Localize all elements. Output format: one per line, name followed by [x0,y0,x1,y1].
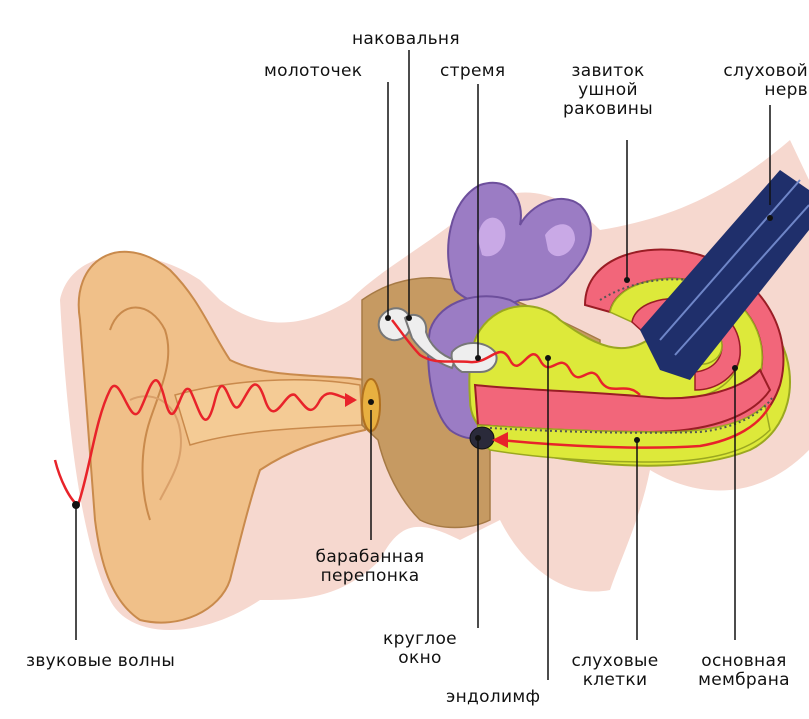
label-sound-waves: звуковые волны [26,652,175,671]
label-hair-cells-line-1: слуховые [560,652,670,671]
label-eardrum-line-2: перепонка [290,567,450,586]
label-round-window-line-2: окно [370,649,470,668]
label-basilar-line-2: мембрана [680,671,808,690]
label-round-window-line-1: круглое [370,630,470,649]
label-basilar-line-1: основная [680,652,808,671]
label-round-window: круглое окно [370,630,470,668]
label-hair-cells-line-2: клетки [560,671,670,690]
label-stirrup: стремя [440,62,505,81]
label-eardrum: барабанная перепонка [290,548,450,586]
label-eardrum-line-1: барабанная [290,548,450,567]
label-cochlea-line-3: раковины [558,100,658,119]
label-cochlea-line-2: ушной [558,81,658,100]
label-nerve-line-1: слуховой [678,62,808,81]
label-hair-cells: слуховые клетки [560,652,670,690]
label-cochlea: завиток ушной раковины [558,62,658,119]
label-nerve-line-2: нерв [678,81,808,100]
label-hammer: молоточек [264,62,362,81]
label-endolymph: эндолимф [446,688,540,707]
label-nerve: слуховой нерв [678,62,808,100]
label-basilar-membrane: основная мембрана [680,652,808,690]
label-cochlea-line-1: завиток [558,62,658,81]
round-window-shape [470,427,494,449]
label-anvil: наковальня [352,30,460,49]
